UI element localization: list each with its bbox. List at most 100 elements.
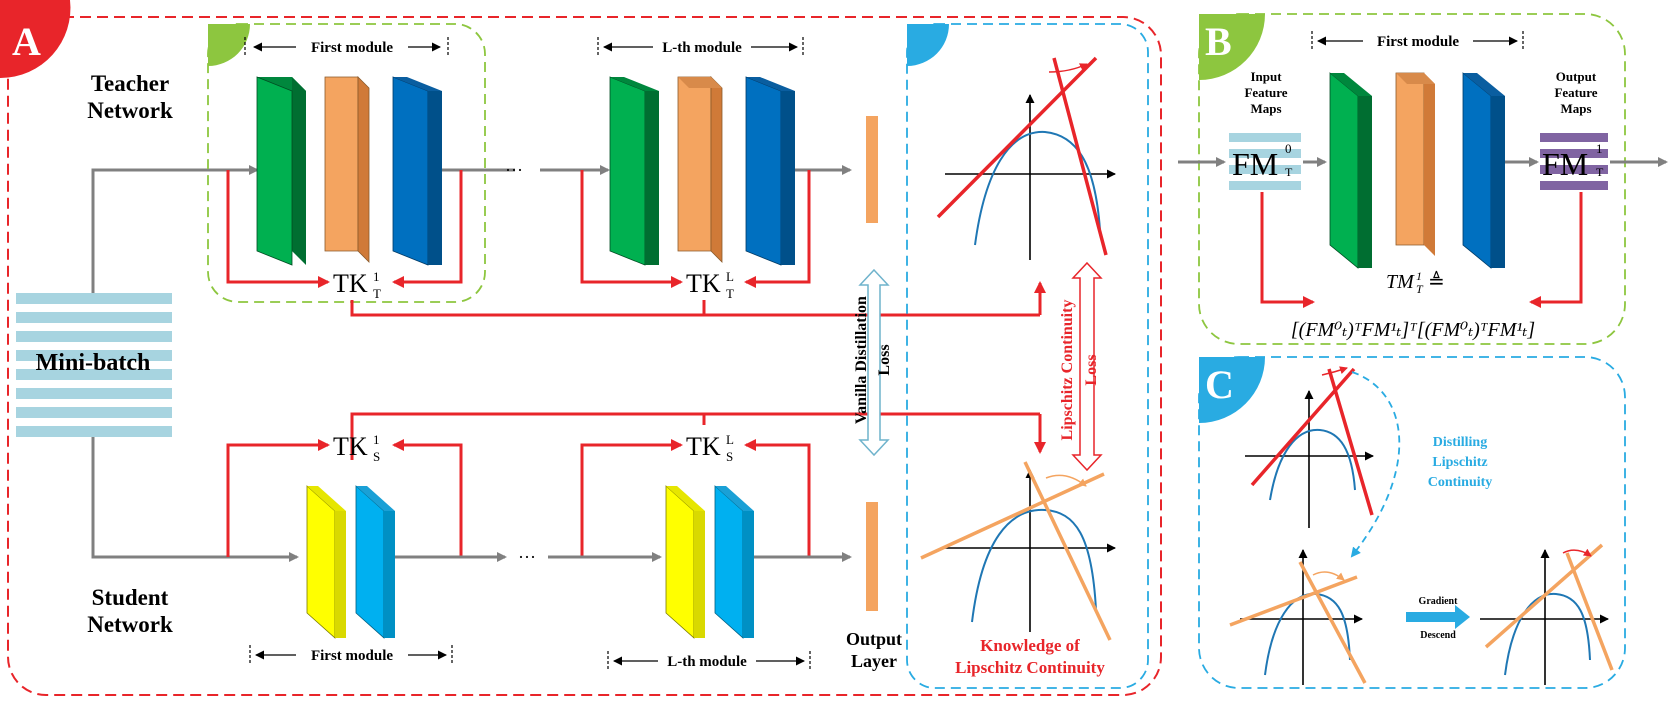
tm-sub: T [1416, 282, 1424, 296]
tm-base: TM [1386, 271, 1415, 293]
student-knowledge-collect-line [350, 412, 1040, 460]
panel-b-first-module-label: First module [1377, 34, 1459, 50]
panel-b-layer-green [1329, 72, 1372, 269]
teacher-layer-orange-l [677, 76, 723, 263]
student-tkl-sub: S [726, 449, 733, 464]
blue-corner-badge [907, 24, 949, 66]
teacher-layer-blue-l [745, 76, 795, 266]
output-fm-sub: T [1596, 165, 1604, 179]
output-fm-base: FM [1542, 146, 1588, 182]
teacher-first-module-label: First module [311, 40, 393, 56]
teacher-tkl-sup: L [726, 269, 734, 284]
output-fm-line3: Maps [1560, 101, 1591, 116]
teacher-lth-module-label: L-th module [662, 40, 742, 56]
panel-b-border [1198, 13, 1626, 345]
distilling-line3: Continuity [1428, 475, 1493, 490]
teacher-knowledge-collect-line [350, 300, 1040, 317]
input-fm-line2: Feature [1244, 85, 1287, 100]
gradient-line1: Gradient [1419, 596, 1459, 607]
student-tk1-arrow-right [392, 439, 463, 557]
input-fm-sup: 0 [1285, 141, 1292, 156]
teacher-output-bar [866, 116, 878, 223]
input-feature-maps [1229, 133, 1301, 190]
lipschitz-knowledge-box [906, 23, 1149, 689]
panel-c-student-gd-chart [1480, 543, 1614, 685]
distilling-line1: Distilling [1433, 435, 1487, 450]
panel-b-letter: B [1205, 19, 1232, 64]
teacher-tk1-base: TK [333, 269, 368, 298]
teacher-input-arrow [91, 165, 259, 293]
student-layer-yellow-l [665, 485, 705, 639]
student-input-arrow [91, 437, 299, 562]
lipschitz-loss-double-arrow [1071, 261, 1103, 472]
distilling-line2: Lipschitz [1432, 455, 1487, 470]
tm-sup: 1 [1416, 269, 1422, 283]
panel-a-corner-badge [0, 0, 71, 79]
student-label-line1: Student [92, 585, 169, 610]
teacher-tk1-sup: 1 [373, 269, 380, 284]
student-tk1-sup: 1 [373, 432, 380, 447]
panel-a-letter: A [12, 19, 41, 64]
panel-c-teacher-chart [1245, 366, 1374, 528]
teacher-layer-green-1 [256, 76, 306, 266]
teacher-tk1-sub: T [373, 286, 381, 301]
student-tkl-arrow-left [580, 439, 683, 557]
output-fm-line2: Feature [1554, 85, 1597, 100]
tm-def-symbol: ≜ [1428, 270, 1445, 293]
panel-c-student-chart [1229, 549, 1367, 685]
panel-b-output-to-tm [1529, 192, 1583, 308]
teacher-tk1-arrow-right [392, 170, 463, 288]
panel-b-badge [1199, 14, 1265, 80]
teacher-tk1-arrow-left [226, 170, 330, 288]
minibatch-stack [16, 293, 172, 437]
panel-b-layer-blue [1462, 72, 1505, 269]
lipschitz-loss-line2: Loss [1083, 354, 1100, 385]
output-layer-line1: Output [846, 629, 902, 649]
teacher-tkl-arrow-left [580, 170, 683, 288]
input-fm-line3: Maps [1250, 101, 1281, 116]
teacher-layer-green-l [609, 76, 659, 266]
student-lth-module-label: L-th module [667, 654, 747, 670]
student-tk1-sub: S [373, 449, 380, 464]
input-fm-base: FM [1232, 146, 1278, 182]
teacher-tkl-sub: T [726, 286, 734, 301]
panel-b-input-to-tm [1260, 192, 1315, 308]
student-tkl-arrow-right [744, 439, 811, 557]
knowledge-label-line2: Lipschitz Continuity [955, 658, 1105, 677]
teacher-tkl-arrow-right [744, 170, 811, 288]
lipschitz-loss-line1: Lipschitz Continuity [1059, 300, 1076, 441]
output-fm-sup: 1 [1596, 141, 1603, 156]
teacher-ellipsis: ··· [505, 160, 523, 180]
minibatch-label: Mini-batch [36, 350, 151, 376]
vanilla-loss-double-arrow [858, 268, 890, 457]
student-output-bar [866, 502, 878, 611]
panel-b-layer-orange [1395, 72, 1435, 256]
student-ellipsis: ··· [518, 547, 536, 567]
student-layer-cyan-l [714, 485, 754, 639]
teacher-first-module-box [207, 23, 486, 303]
input-fm-line1: Input [1250, 69, 1282, 84]
output-fm-line1: Output [1556, 69, 1597, 84]
student-layer-yellow-1 [306, 485, 346, 639]
student-tkl-sup: L [726, 432, 734, 447]
student-lipschitz-chart [920, 461, 1116, 641]
teacher-lipschitz-chart [936, 56, 1116, 260]
green-corner-badge [208, 24, 250, 66]
student-label-line2: Network [87, 612, 173, 637]
output-feature-maps [1540, 133, 1608, 190]
distilling-curved-arrow [1350, 371, 1401, 558]
tm-formula: [(FM⁰ₜ)ᵀFM¹ₜ]ᵀ[(FM⁰ₜ)ᵀFM¹ₜ] [1291, 319, 1535, 341]
student-tk1-base: TK [333, 432, 368, 461]
panel-a-border [7, 16, 1162, 696]
output-layer-line2: Layer [851, 651, 897, 671]
teacher-layer-orange-1 [324, 76, 370, 263]
panel-a: A Teacher Network Student Network Mini-b… [0, 0, 1162, 696]
input-fm-sub: T [1285, 165, 1293, 179]
teacher-layer-blue-1 [392, 76, 442, 266]
teacher-label-line2: Network [87, 98, 173, 123]
panel-c-border [1198, 356, 1626, 689]
student-first-module-label: First module [311, 648, 393, 664]
student-layer-cyan-1 [355, 485, 395, 639]
teacher-label-line1: Teacher [91, 71, 169, 96]
